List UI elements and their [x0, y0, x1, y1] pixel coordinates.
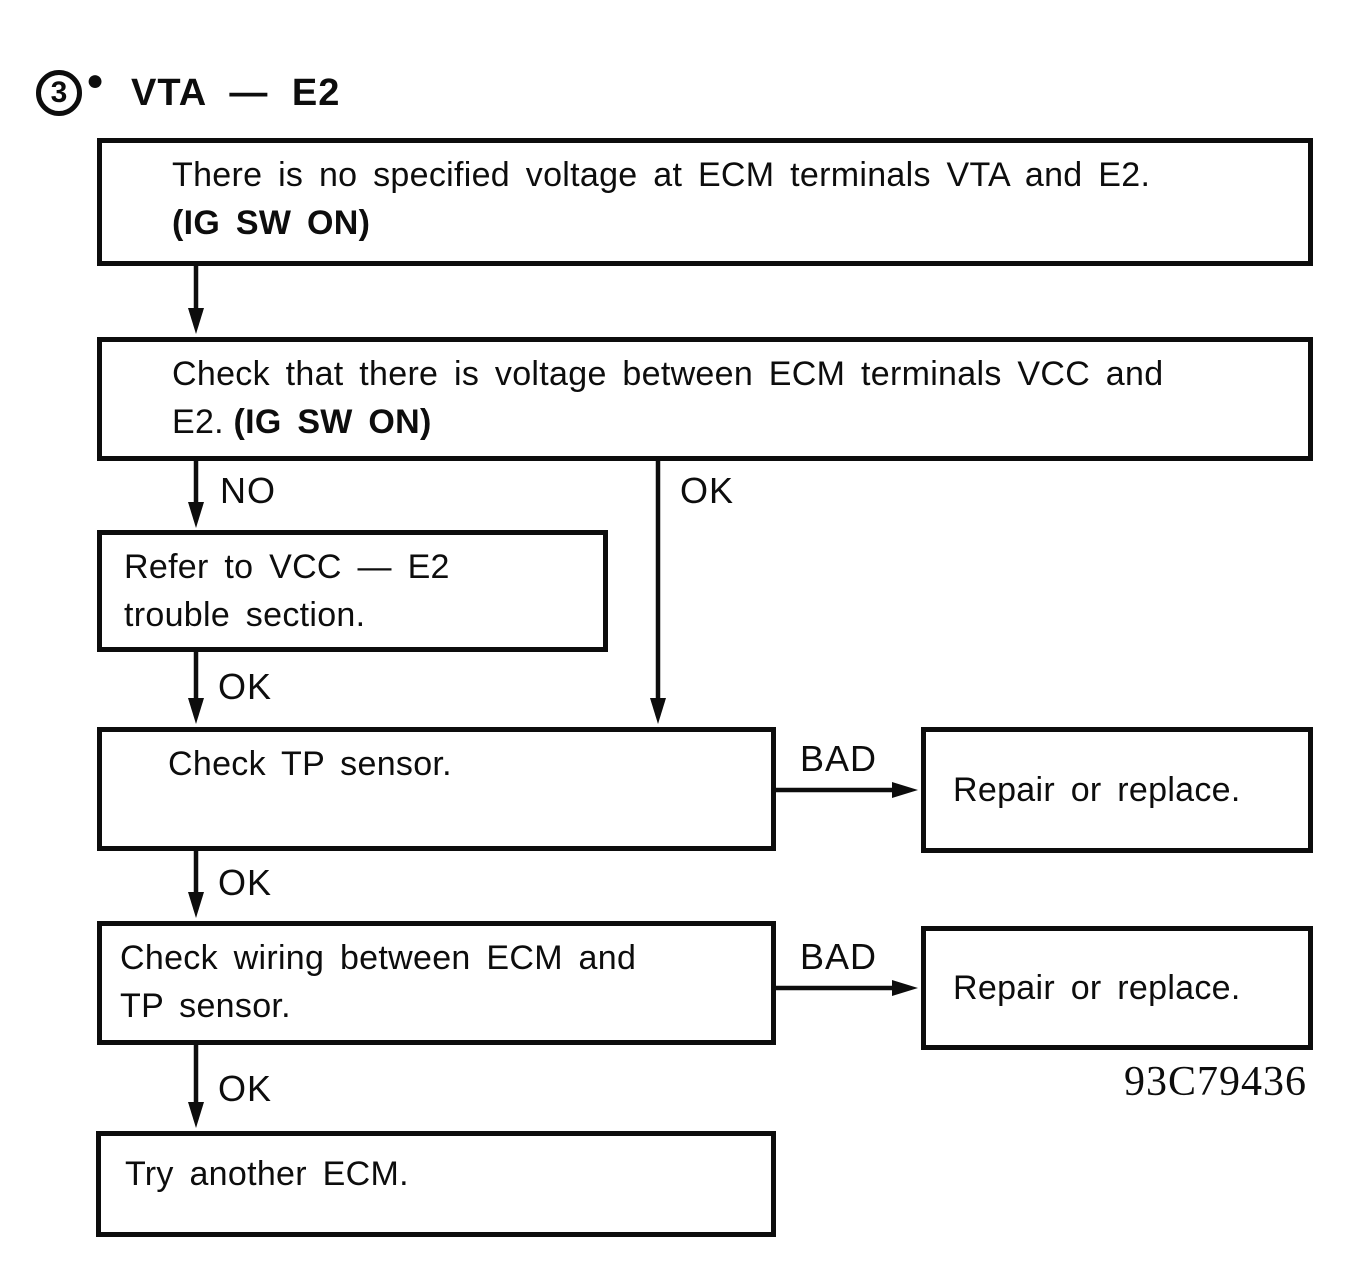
arrow-down-icon: [188, 698, 204, 724]
connector-label-ok: OK: [218, 1068, 273, 1109]
arrow-right-icon: [892, 980, 918, 996]
flowchart-box-no-voltage: There is no specified voltage at ECM ter…: [97, 138, 1313, 266]
box-text-segment: (IG SW ON): [233, 403, 432, 441]
step-number-circle: 3: [36, 70, 82, 116]
box-text-line: Repair or replace.: [953, 969, 1241, 1007]
flowchart-box-refer-vcc-e2: Refer to VCC — E2 trouble section.: [97, 530, 608, 652]
figure-code: 93C79436: [1124, 1059, 1308, 1105]
box-text-line: Check TP sensor.: [168, 745, 452, 783]
box-text-line: E2.(IG SW ON): [172, 398, 1308, 446]
page-title: VTA — E2: [131, 72, 341, 114]
connector-label-bad: BAD: [800, 936, 878, 977]
box-text-line: Check that there is voltage between ECM …: [172, 355, 1164, 393]
box-text-line: TP sensor.: [120, 987, 291, 1025]
box-text-line: trouble section.: [124, 596, 366, 634]
flowchart-box-check-tp-sensor: Check TP sensor.: [97, 727, 776, 851]
box-text-line: There is no specified voltage at ECM ter…: [172, 156, 1151, 194]
step-number: 3: [50, 76, 68, 109]
connector-label-no: NO: [220, 470, 276, 511]
box-text-line: Try another ECM.: [125, 1155, 409, 1193]
connector-label-ok: OK: [218, 862, 273, 903]
arrow-down-icon: [188, 308, 204, 334]
flowchart-box-check-wiring: Check wiring between ECM and TP sensor.: [97, 921, 776, 1045]
flowchart-box-repair-replace-2: Repair or replace.: [921, 926, 1313, 1050]
connector-label-ok: OK: [218, 666, 273, 707]
bullet-icon: ●: [86, 64, 105, 97]
connector-label-ok: OK: [680, 470, 735, 511]
flowchart-box-check-vcc-voltage: Check that there is voltage between ECM …: [97, 337, 1313, 461]
box-text-line: Repair or replace.: [953, 771, 1241, 809]
box-text-segment: E2.: [172, 403, 224, 441]
flowchart-box-try-another-ecm: Try another ECM.: [96, 1131, 776, 1237]
arrow-right-icon: [892, 782, 918, 798]
box-text-line: Check wiring between ECM and: [120, 939, 637, 977]
box-text-line: Refer to VCC — E2: [124, 548, 450, 586]
arrow-down-icon: [650, 698, 666, 724]
connector-label-bad: BAD: [800, 738, 878, 779]
flowchart-box-repair-replace-1: Repair or replace.: [921, 727, 1313, 853]
box-text-line: (IG SW ON): [172, 204, 371, 242]
arrow-down-icon: [188, 1102, 204, 1128]
arrow-down-icon: [188, 892, 204, 918]
arrow-down-icon: [188, 502, 204, 528]
